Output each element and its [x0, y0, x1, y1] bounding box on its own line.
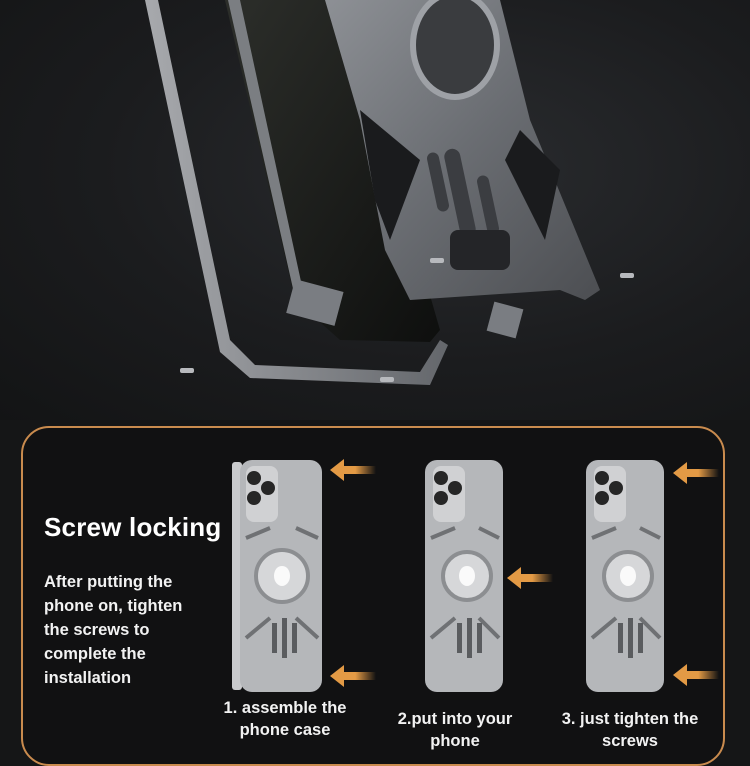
arrow-left-icon [507, 567, 553, 589]
arrow-left-icon [673, 664, 719, 686]
caption-line: 1. assemble the [223, 699, 347, 717]
arrow-left-icon [673, 462, 719, 484]
caption-line: phone case [239, 721, 331, 739]
exploded-case-illustration [145, 0, 634, 385]
description-line: complete the [44, 645, 146, 663]
panel-title: Screw locking [44, 512, 222, 542]
phone-case-step-2-image [425, 460, 503, 692]
phone-case-step-3-image [586, 460, 664, 692]
caption-line: phone [430, 732, 480, 750]
arrow-left-icon [330, 459, 376, 481]
step-2-caption: 2.put into your phone [380, 708, 530, 752]
caption-line: 2.put into your [397, 710, 513, 728]
caption-line: screws [602, 732, 658, 750]
description-line: the screws to [44, 621, 150, 639]
hero-product-image [0, 0, 750, 420]
arrow-left-icon [330, 665, 376, 687]
phone-case-step-1-image [232, 460, 322, 692]
step-1-caption: 1. assemble the phone case [205, 697, 365, 741]
description-line: installation [44, 669, 132, 687]
description-line: After putting the [44, 573, 173, 591]
panel-description: After putting the phone on, tighten the … [44, 570, 234, 690]
caption-line: 3. just tighten the [561, 710, 699, 728]
step-3-caption: 3. just tighten the screws [545, 708, 715, 752]
description-line: phone on, tighten [44, 597, 183, 615]
